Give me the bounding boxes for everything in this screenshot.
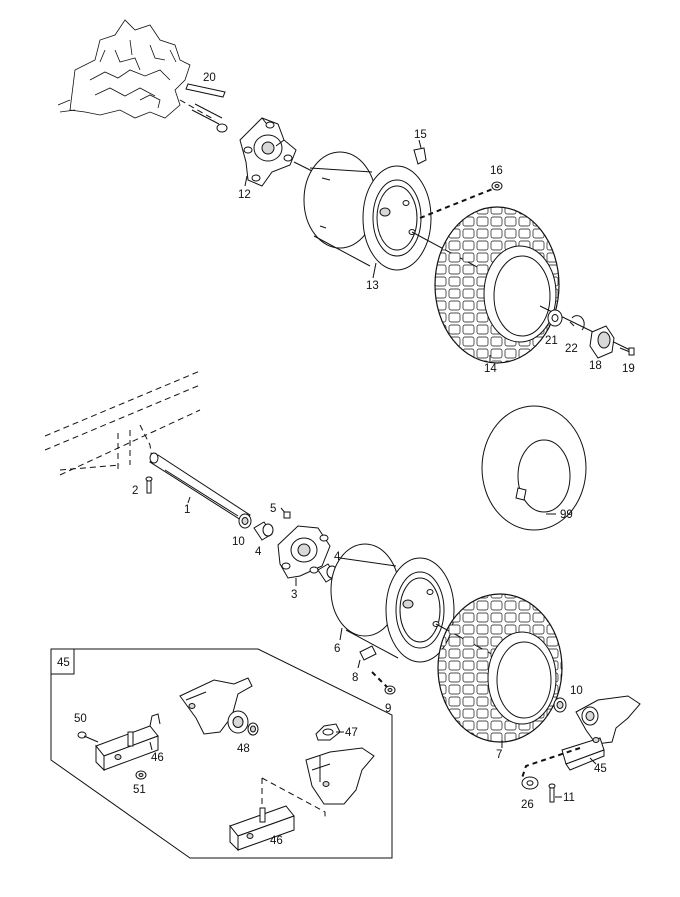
part-1-axle <box>149 452 251 523</box>
axle-shaft-upper <box>179 99 228 133</box>
label-1: 1 <box>184 504 190 516</box>
part-19-bolt <box>619 347 635 356</box>
label-2: 2 <box>132 485 138 497</box>
label-50: 50 <box>74 713 87 725</box>
label-13: 13 <box>366 280 379 292</box>
frame-outline <box>44 370 201 476</box>
part-50-bolt <box>77 731 99 743</box>
label-26: 26 <box>521 799 534 811</box>
part-5-screw <box>280 507 291 519</box>
part-10-spacer-lower-right <box>553 697 567 713</box>
label-12: 12 <box>238 189 251 201</box>
label-15: 15 <box>414 129 427 141</box>
part-8-valve-stem <box>359 645 377 661</box>
part-46-bracket-upper <box>179 677 253 735</box>
pin-guide <box>521 747 581 779</box>
label-4-right: 4 <box>334 551 341 563</box>
part-99-inner-tube <box>481 405 587 531</box>
label-7: 7 <box>496 749 502 761</box>
part-22-clip <box>569 315 585 331</box>
part-21-washer <box>547 309 563 327</box>
part-11-pin <box>548 783 556 803</box>
part-14-tire <box>434 206 560 364</box>
dashed-guide-inset <box>261 777 326 820</box>
part-46-plate-upper <box>95 713 161 772</box>
part-20-key <box>185 83 226 98</box>
label-48: 48 <box>237 743 250 755</box>
part-45-bracket <box>561 695 641 771</box>
label-8: 8 <box>352 672 358 684</box>
label-46-lower: 46 <box>270 835 283 847</box>
label-5: 5 <box>270 503 276 515</box>
part-6-rim <box>330 543 455 663</box>
label-6: 6 <box>334 643 340 655</box>
part-4-bearing-left <box>253 521 274 541</box>
part-18-hub-cap <box>589 325 615 359</box>
lug-nut-guide-lower <box>371 671 389 689</box>
label-19: 19 <box>622 363 635 375</box>
label-4-left: 4 <box>255 546 262 558</box>
part-16-lug-nut <box>491 181 503 191</box>
label-47: 47 <box>345 727 358 739</box>
part-48-bushing <box>247 722 259 736</box>
label-22: 22 <box>565 343 578 355</box>
label-18: 18 <box>589 360 602 372</box>
part-46-plate-lower <box>229 805 295 852</box>
label-16: 16 <box>490 165 503 177</box>
part-12-hub <box>239 117 297 187</box>
label-11: 11 <box>563 792 575 804</box>
part-2-pin <box>145 476 153 494</box>
label-51: 51 <box>133 784 146 796</box>
part-51-nut <box>135 770 147 780</box>
label-20: 20 <box>203 72 216 84</box>
label-21: 21 <box>545 335 558 347</box>
detail-inset-45 <box>50 648 393 859</box>
part-15-valve-stem <box>413 139 427 165</box>
label-3: 3 <box>291 589 297 601</box>
label-45: 45 <box>594 763 607 775</box>
part-7-tire <box>437 593 563 743</box>
transaxle-housing <box>57 19 191 119</box>
part-26-washer <box>521 776 539 790</box>
part-3-hub <box>277 525 331 579</box>
label-10-right: 10 <box>570 685 583 697</box>
label-46-upper: 46 <box>151 752 164 764</box>
part-13-rim <box>303 151 432 271</box>
label-45-box: 45 <box>57 657 70 669</box>
part-10-spacer-lower-left <box>238 513 252 529</box>
label-9: 9 <box>385 703 391 715</box>
part-45-bracket-inset <box>305 747 375 805</box>
lug-nut-guide <box>419 187 496 219</box>
label-14: 14 <box>484 363 497 375</box>
part-9-lug-nut <box>384 685 396 695</box>
label-10-left: 10 <box>232 536 245 548</box>
label-99: 99 <box>560 509 573 521</box>
